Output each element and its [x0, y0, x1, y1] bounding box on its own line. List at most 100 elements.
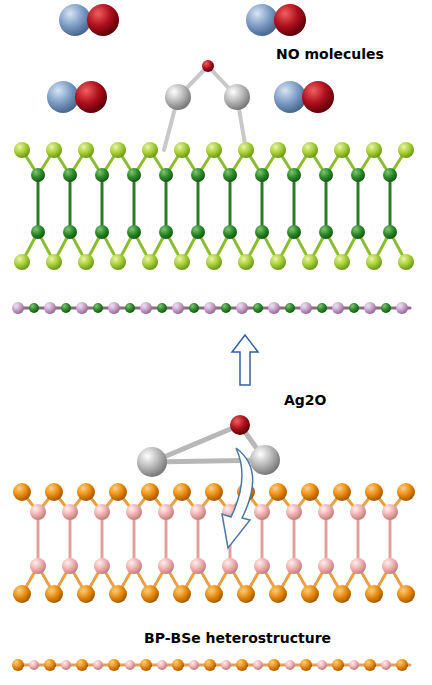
atom	[158, 558, 174, 574]
atom	[302, 142, 318, 158]
atom	[286, 558, 302, 574]
atom	[365, 585, 383, 603]
label-text: Ag2O	[284, 392, 327, 408]
atom	[269, 585, 287, 603]
atom	[366, 142, 382, 158]
atom	[222, 558, 238, 574]
bond	[69, 512, 72, 566]
atom	[236, 659, 248, 671]
atom	[29, 660, 39, 670]
atom	[254, 504, 270, 520]
atom	[76, 302, 88, 314]
atom	[246, 4, 278, 36]
atom	[141, 585, 159, 603]
atom	[286, 504, 302, 520]
bond	[357, 175, 360, 232]
bond	[101, 175, 104, 232]
atom	[127, 225, 141, 239]
atom	[62, 558, 78, 574]
atom	[301, 585, 319, 603]
atom	[173, 585, 191, 603]
atom	[270, 254, 286, 270]
atom	[351, 168, 365, 182]
atom	[334, 142, 350, 158]
atom	[78, 142, 94, 158]
atom	[95, 168, 109, 182]
bond	[69, 175, 72, 232]
atom	[317, 303, 327, 313]
atom	[63, 168, 77, 182]
atom	[62, 504, 78, 520]
atom	[206, 142, 222, 158]
atom	[14, 254, 30, 270]
atom	[158, 504, 174, 520]
bond	[101, 512, 104, 566]
atom	[126, 558, 142, 574]
atom	[126, 504, 142, 520]
bond	[261, 175, 264, 232]
atom	[44, 659, 56, 671]
atom	[253, 303, 263, 313]
bond	[325, 512, 328, 566]
atom	[173, 483, 191, 501]
atom	[334, 254, 350, 270]
bond	[325, 175, 328, 232]
atom	[75, 81, 107, 113]
atom	[46, 142, 62, 158]
atom	[189, 303, 199, 313]
atom	[205, 483, 223, 501]
bond	[389, 175, 392, 232]
atom	[110, 142, 126, 158]
atom	[190, 558, 206, 574]
atom	[30, 504, 46, 520]
atom	[141, 483, 159, 501]
atom	[109, 483, 127, 501]
atom	[204, 302, 216, 314]
bond	[261, 512, 264, 566]
atom	[63, 225, 77, 239]
atom	[93, 660, 103, 670]
atom	[230, 415, 250, 435]
bond	[197, 512, 200, 566]
atom	[172, 302, 184, 314]
atom	[142, 142, 158, 158]
atom	[223, 225, 237, 239]
atom	[142, 254, 158, 270]
atom	[268, 302, 280, 314]
atom	[202, 60, 214, 72]
atom	[255, 168, 269, 182]
atom	[61, 303, 71, 313]
atom	[61, 660, 71, 670]
atom	[76, 659, 88, 671]
atom	[350, 558, 366, 574]
atom	[93, 303, 103, 313]
atom	[302, 254, 318, 270]
atom	[270, 142, 286, 158]
atom	[221, 660, 231, 670]
atom	[140, 659, 152, 671]
atom	[95, 225, 109, 239]
atom	[398, 142, 414, 158]
atom	[285, 660, 295, 670]
atom	[94, 558, 110, 574]
atom	[287, 225, 301, 239]
atom	[349, 660, 359, 670]
atom	[30, 558, 46, 574]
atom	[109, 585, 127, 603]
atom	[319, 225, 333, 239]
atom	[351, 225, 365, 239]
bond	[37, 175, 40, 232]
atom	[238, 142, 254, 158]
atom	[44, 302, 56, 314]
atom	[45, 483, 63, 501]
atom	[301, 483, 319, 501]
atom	[396, 659, 408, 671]
atom	[382, 558, 398, 574]
atom	[59, 4, 91, 36]
atom	[174, 254, 190, 270]
atom	[250, 445, 280, 475]
atom	[157, 303, 167, 313]
atom	[274, 4, 306, 36]
atom	[236, 302, 248, 314]
